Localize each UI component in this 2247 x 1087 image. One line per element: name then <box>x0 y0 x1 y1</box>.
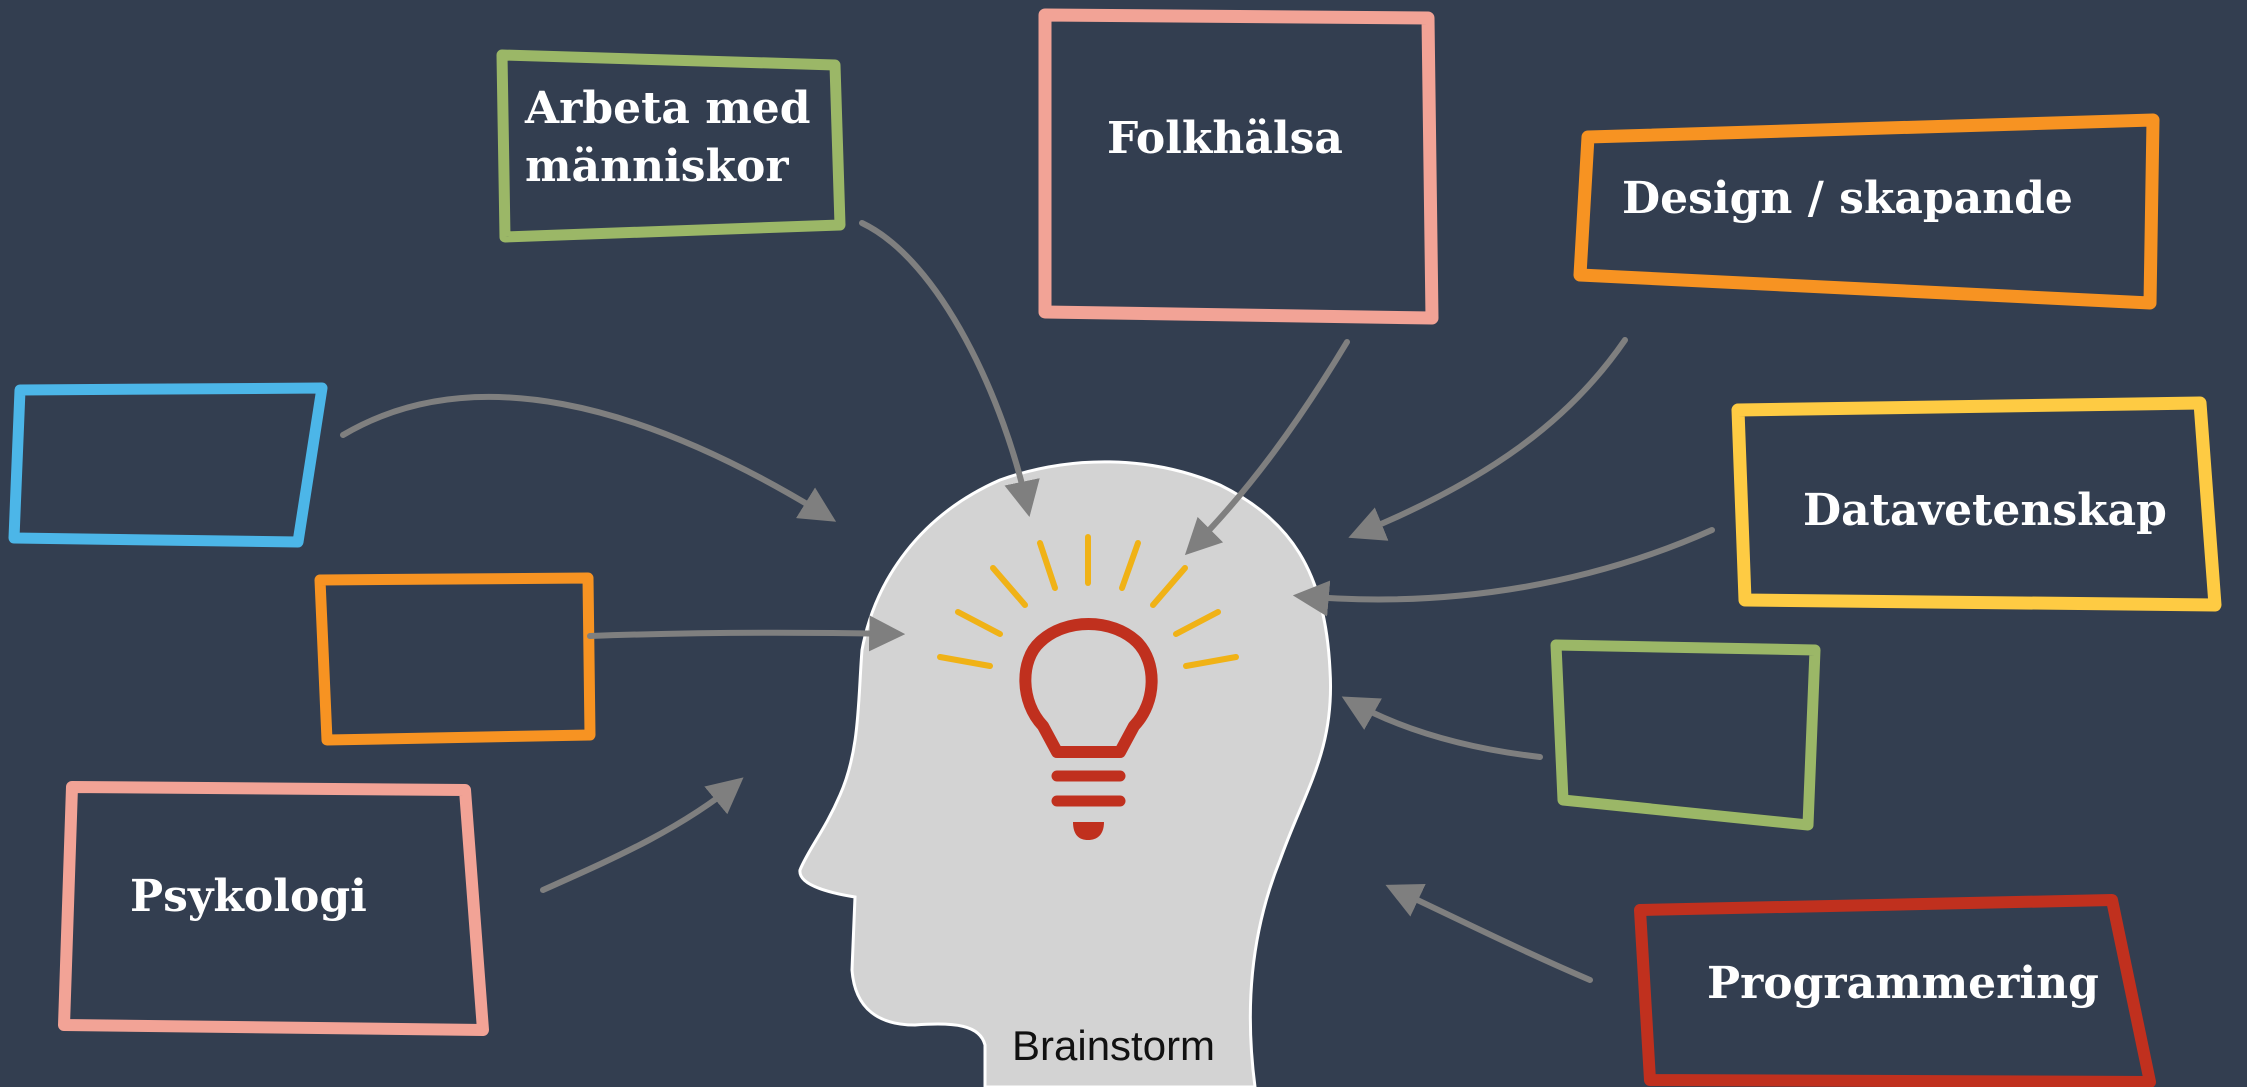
arrow-orange-empty <box>587 615 906 652</box>
arrow-folkhalsa <box>1184 339 1350 556</box>
box-folkhalsa-label: Folkhälsa <box>1107 113 1343 164</box>
arrow-programmering <box>1385 883 1593 983</box>
center-caption: Brainstorm <box>1012 1022 1216 1069</box>
arrow-green-empty <box>1341 696 1543 760</box>
box-psykologi-label: Psykologi <box>130 871 367 922</box>
box-arbeta-line-1: Arbeta med <box>525 83 811 134</box>
box-programmering-label: Programmering <box>1707 958 2099 1009</box>
box-frame-arbeta <box>496 49 846 243</box>
box-frame-green-empty <box>1550 639 1821 831</box>
box-psykologi: Psykologi <box>130 868 367 926</box>
box-frame-blue-empty <box>8 382 328 548</box>
box-arbeta: Arbeta med människor <box>525 80 811 196</box>
light-rays <box>937 534 1239 669</box>
box-design-label: Design / skapande <box>1622 173 2073 224</box>
box-arbeta-line-2: människor <box>525 141 789 192</box>
arrow-arbeta <box>859 220 1040 518</box>
box-datavetenskap-label: Datavetenskap <box>1803 485 2167 536</box>
arrow-datavetenskap <box>1292 527 1715 617</box>
box-frame-folkhalsa <box>1038 8 1439 325</box>
box-design: Design / skapande <box>1622 170 2073 228</box>
arrow-psykologi <box>540 777 744 893</box>
box-programmering: Programmering <box>1707 955 2099 1013</box>
box-folkhalsa: Folkhälsa <box>1107 110 1343 168</box>
box-frame-datavetenskap <box>1731 396 2222 612</box>
arrow-design <box>1348 337 1628 541</box>
box-frame-orange-empty <box>314 572 596 746</box>
arrow-blue-empty <box>340 393 837 522</box>
box-frame-design <box>1573 113 2160 310</box>
box-datavetenskap: Datavetenskap <box>1803 482 2167 540</box>
arrows <box>340 220 1715 983</box>
box-frame-programmering <box>1634 894 2156 1087</box>
lightbulb-icon <box>1019 618 1158 840</box>
box-frame-psykologi <box>58 781 489 1036</box>
